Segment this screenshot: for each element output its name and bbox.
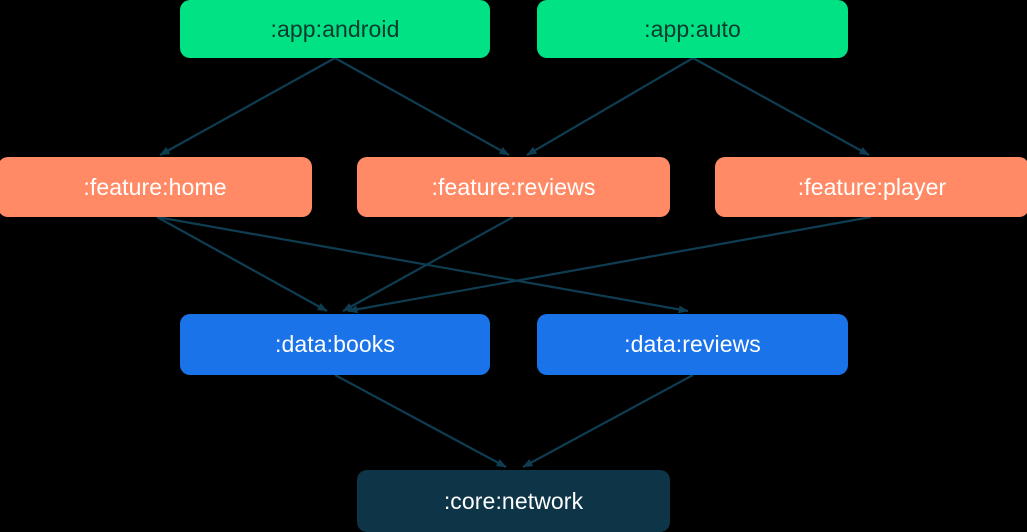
edge-feature-home-to-data-reviews [156,215,689,314]
edge-feature-reviews-to-data-books [342,216,514,312]
node-feature-player[interactable]: :feature:player [715,157,1027,217]
node-data-reviews[interactable]: :data:reviews [537,314,848,375]
node-data-books[interactable]: :data:books [180,314,490,375]
node-app-auto[interactable]: :app:auto [537,0,848,58]
node-app-android[interactable]: :app:android [180,0,490,58]
node-label: :core:network [443,487,584,514]
edge-app-android-to-feature-reviews [334,57,510,156]
edge-app-auto-to-feature-player [692,57,870,156]
node-label: :data:reviews [624,331,761,357]
node-feature-home[interactable]: :feature:home [0,157,312,217]
node-label: :feature:player [797,173,947,200]
node-label: :app:auto [644,15,741,42]
node-label: :data:books [274,331,396,357]
edge-feature-home-to-data-books [156,216,328,312]
node-core-network[interactable]: :core:network [357,470,670,532]
edge-app-android-to-feature-home [159,57,336,156]
node-feature-reviews[interactable]: :feature:reviews [357,157,670,217]
edge-app-auto-to-feature-reviews [526,57,694,156]
edge-data-books-to-core-network [334,374,507,468]
edges-group [156,57,872,468]
node-label: :app:android [270,15,400,42]
edge-data-reviews-to-core-network [522,374,694,468]
node-label: :feature:home [83,173,227,200]
edge-feature-player-to-data-books [347,215,872,314]
node-label: :feature:reviews [431,173,596,200]
